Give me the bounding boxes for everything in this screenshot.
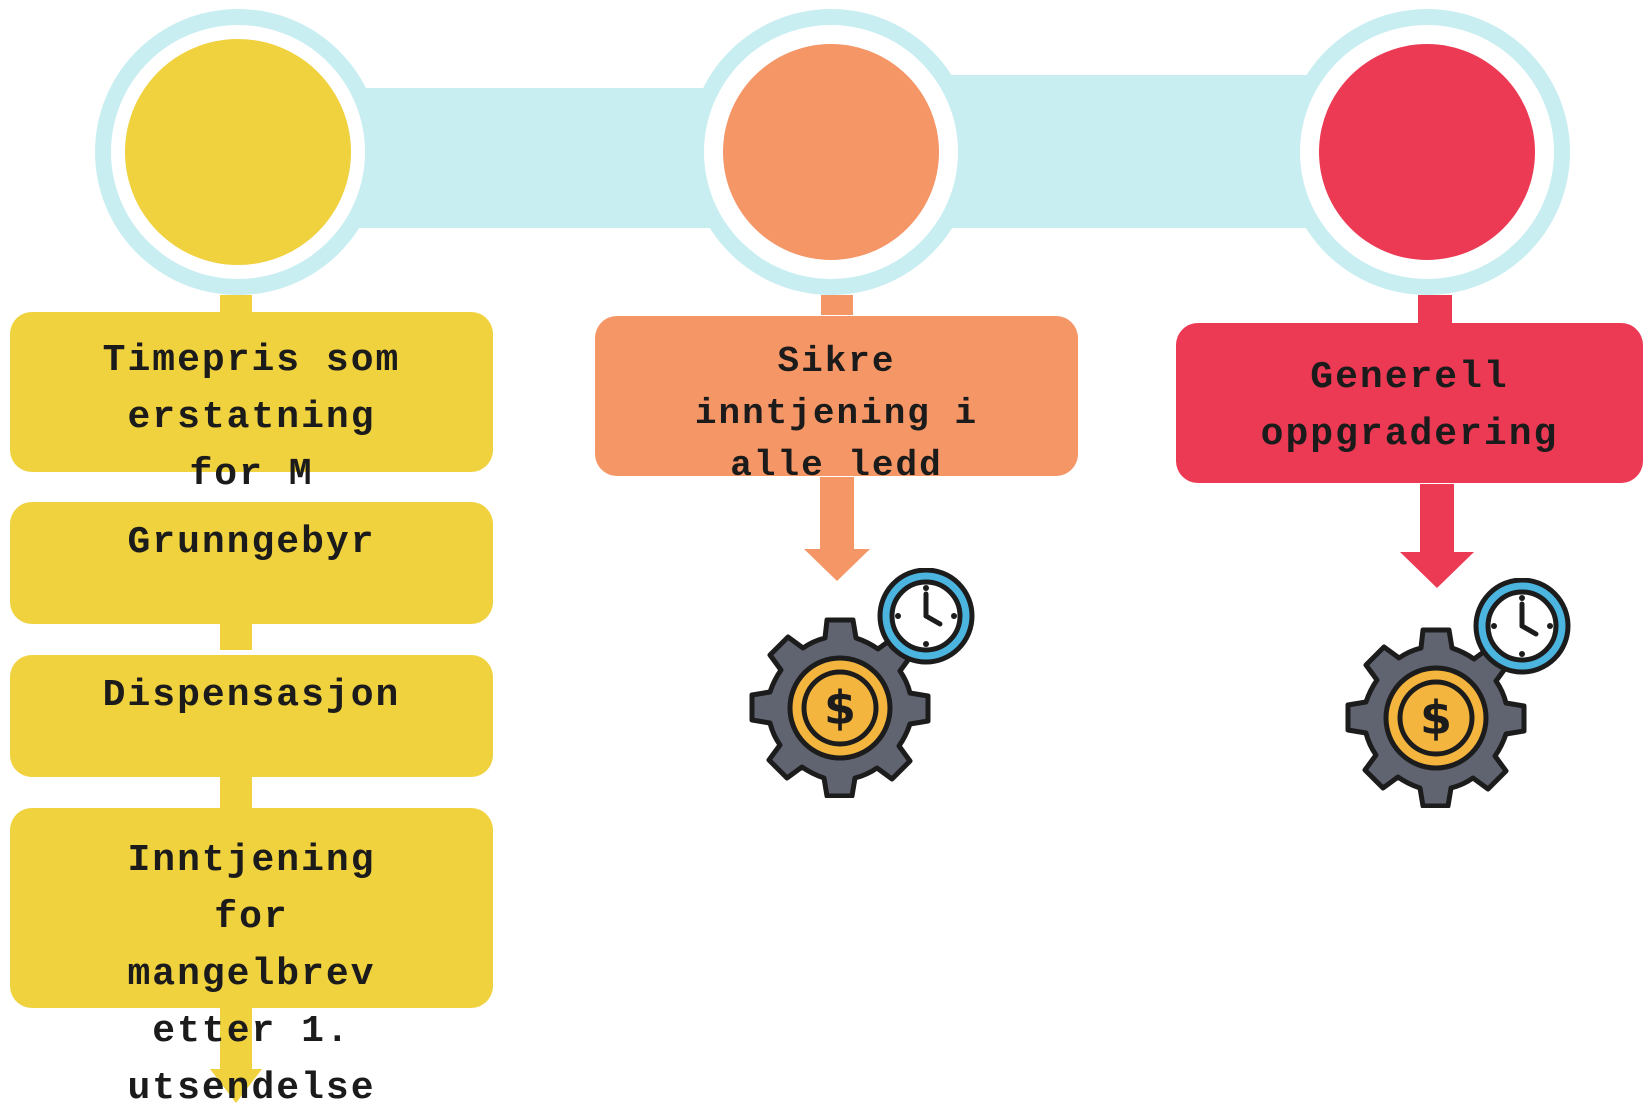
arrow-down-red bbox=[1400, 484, 1474, 588]
step-box-generell-oppgradering: Generell oppgradering bbox=[1176, 323, 1643, 483]
connector-arrow bbox=[210, 1007, 262, 1103]
connector bbox=[220, 620, 252, 650]
step-box-grunngebyr: Grunngebyr bbox=[10, 502, 493, 624]
box-line: Sikre bbox=[777, 341, 896, 382]
box-line: inntjening i bbox=[694, 393, 979, 434]
step-box-timepris: Timepris som erstatning for M bbox=[10, 312, 493, 496]
box-line: for bbox=[214, 896, 289, 939]
circle-red bbox=[1284, 9, 1570, 295]
step-box-sikre-inntjening: Sikre inntjening i alle ledd bbox=[595, 316, 1078, 486]
box-line: oppgradering bbox=[1260, 413, 1559, 456]
box-line: erstatning bbox=[127, 396, 376, 439]
box-line: mangelbrev bbox=[127, 953, 376, 996]
step-box-inntjening-mangelbrev: Inntjening for mangelbrev etter 1. utsen… bbox=[10, 808, 493, 1110]
connector bbox=[1418, 295, 1452, 323]
box-line: Inntjening bbox=[127, 839, 376, 882]
box-line: utsendelse bbox=[127, 1067, 376, 1110]
circle-yellow bbox=[95, 9, 381, 295]
svg-text:$: $ bbox=[1420, 691, 1452, 745]
arrow-down-orange bbox=[804, 477, 870, 581]
connector bbox=[821, 295, 853, 315]
connector bbox=[220, 774, 252, 808]
box-line: for M bbox=[189, 453, 314, 496]
gear-dollar-clock-icon: $ bbox=[748, 568, 978, 798]
step-box-dispensasjon: Dispensasjon bbox=[10, 655, 493, 777]
gear-dollar-clock-icon: $ bbox=[1344, 578, 1574, 808]
connector bbox=[220, 295, 252, 313]
circle-orange bbox=[688, 9, 974, 295]
box-line: Grunngebyr bbox=[127, 521, 376, 564]
box-line: Generell bbox=[1310, 356, 1509, 399]
box-line: Timepris som bbox=[102, 339, 401, 382]
box-line: etter 1. bbox=[152, 1010, 351, 1053]
box-line: Dispensasjon bbox=[102, 674, 401, 717]
svg-text:$: $ bbox=[824, 681, 856, 735]
